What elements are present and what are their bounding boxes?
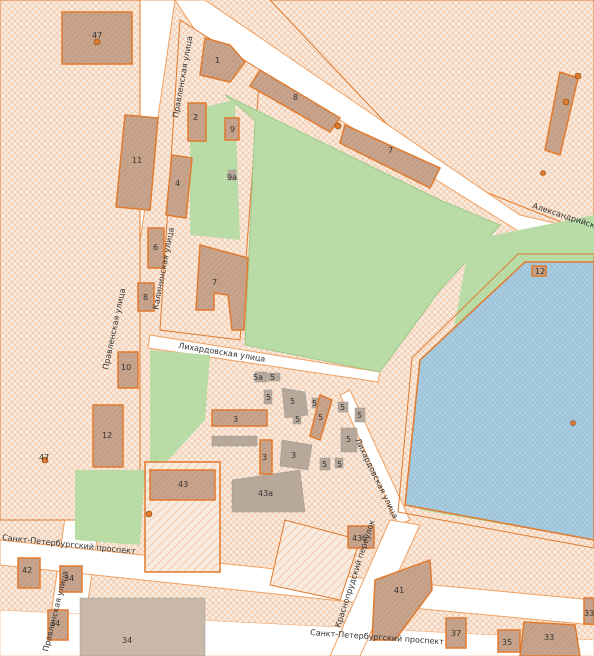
plot-top-right xyxy=(269,0,594,236)
house-number: 7 xyxy=(212,278,217,287)
house-number: 4 xyxy=(175,179,180,188)
house-number: 11 xyxy=(132,156,142,165)
house-number: 12 xyxy=(535,267,545,276)
house-number: 5 xyxy=(346,435,351,444)
house-number: 5 xyxy=(318,413,323,422)
house-number: 34 xyxy=(122,636,132,645)
house-number: 5 xyxy=(337,460,342,469)
house-number: 5 xyxy=(295,415,300,424)
house-number: 9 xyxy=(230,125,235,134)
house-number: 43б xyxy=(352,534,367,543)
water-border xyxy=(397,253,594,549)
house-number: 3 xyxy=(233,415,238,424)
house-number: 5 xyxy=(270,373,275,382)
house-number: 5 xyxy=(266,393,271,402)
water-body xyxy=(404,261,594,541)
house-number: 1 xyxy=(215,56,220,65)
house-number: 5 xyxy=(290,397,295,406)
buildings xyxy=(17,11,594,656)
house-number: 5 xyxy=(357,411,362,420)
house-number: 34 xyxy=(64,574,74,583)
plot-center-south xyxy=(269,519,361,601)
house-number: 33 xyxy=(544,633,554,642)
house-number: 43 xyxy=(178,480,188,489)
house-number: 8 xyxy=(293,93,298,102)
house-number: 37 xyxy=(451,629,461,638)
house-number: 43а xyxy=(258,489,273,498)
house-number: 42 xyxy=(22,566,32,575)
house-number: 7 xyxy=(388,146,393,155)
house-number: 5 xyxy=(322,460,327,469)
house-number: 2 xyxy=(193,113,198,122)
house-number: 41 xyxy=(394,586,404,595)
house-numbers: 47 1 8 2 9 9а 7 11 4 6 7 8 12 10 12 47 5… xyxy=(22,31,594,647)
house-number: 6 xyxy=(153,243,158,252)
park xyxy=(224,94,501,373)
park-southwest xyxy=(75,470,145,545)
house-number: 35 xyxy=(502,638,512,647)
poi-markers xyxy=(41,38,582,518)
house-number: 3 xyxy=(262,453,267,462)
house-number: 47 xyxy=(92,31,102,40)
house-number: 34 xyxy=(50,619,60,628)
house-number: 10 xyxy=(121,363,131,372)
house-number: 9а xyxy=(227,173,237,182)
house-number: 5а xyxy=(253,373,263,382)
park-south xyxy=(150,350,210,480)
house-number: 3 xyxy=(291,451,296,460)
house-number: 8 xyxy=(143,293,148,302)
house-number: 33 xyxy=(584,609,594,618)
house-number: 47 xyxy=(39,453,49,462)
house-number: 5 xyxy=(340,403,345,412)
house-number: 12 xyxy=(102,431,112,440)
house-number: 5 xyxy=(312,399,317,408)
